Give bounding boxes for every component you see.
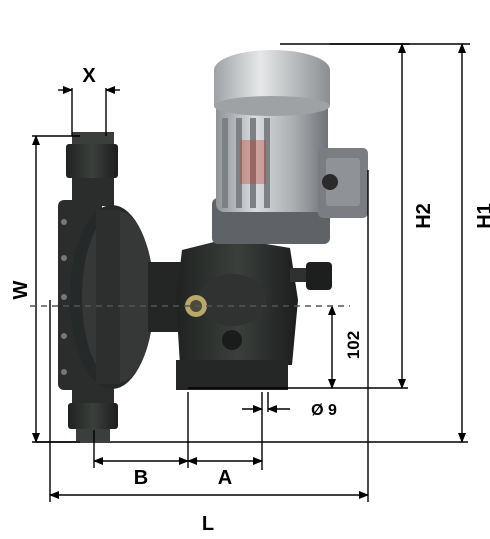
label-102: 102 <box>344 331 363 359</box>
label-a: A <box>218 467 232 489</box>
dimension-labels: X W H2 H1 102 Ø 9 B A L <box>10 65 490 535</box>
dimension-lines <box>30 43 470 502</box>
label-h2: H2 <box>413 203 435 229</box>
bottom-valve <box>68 385 118 441</box>
label-w: W <box>10 280 32 299</box>
gearbox <box>176 238 298 390</box>
label-b: B <box>134 467 148 489</box>
label-x: X <box>82 65 96 87</box>
pump-head <box>58 200 154 390</box>
stroke-adjust-knob <box>290 262 332 290</box>
top-valve <box>66 132 118 206</box>
label-h1: H1 <box>474 203 490 229</box>
pump-illustration <box>58 50 368 441</box>
label-dia9: Ø 9 <box>311 402 337 419</box>
label-l: L <box>202 513 214 535</box>
motor <box>212 50 368 244</box>
